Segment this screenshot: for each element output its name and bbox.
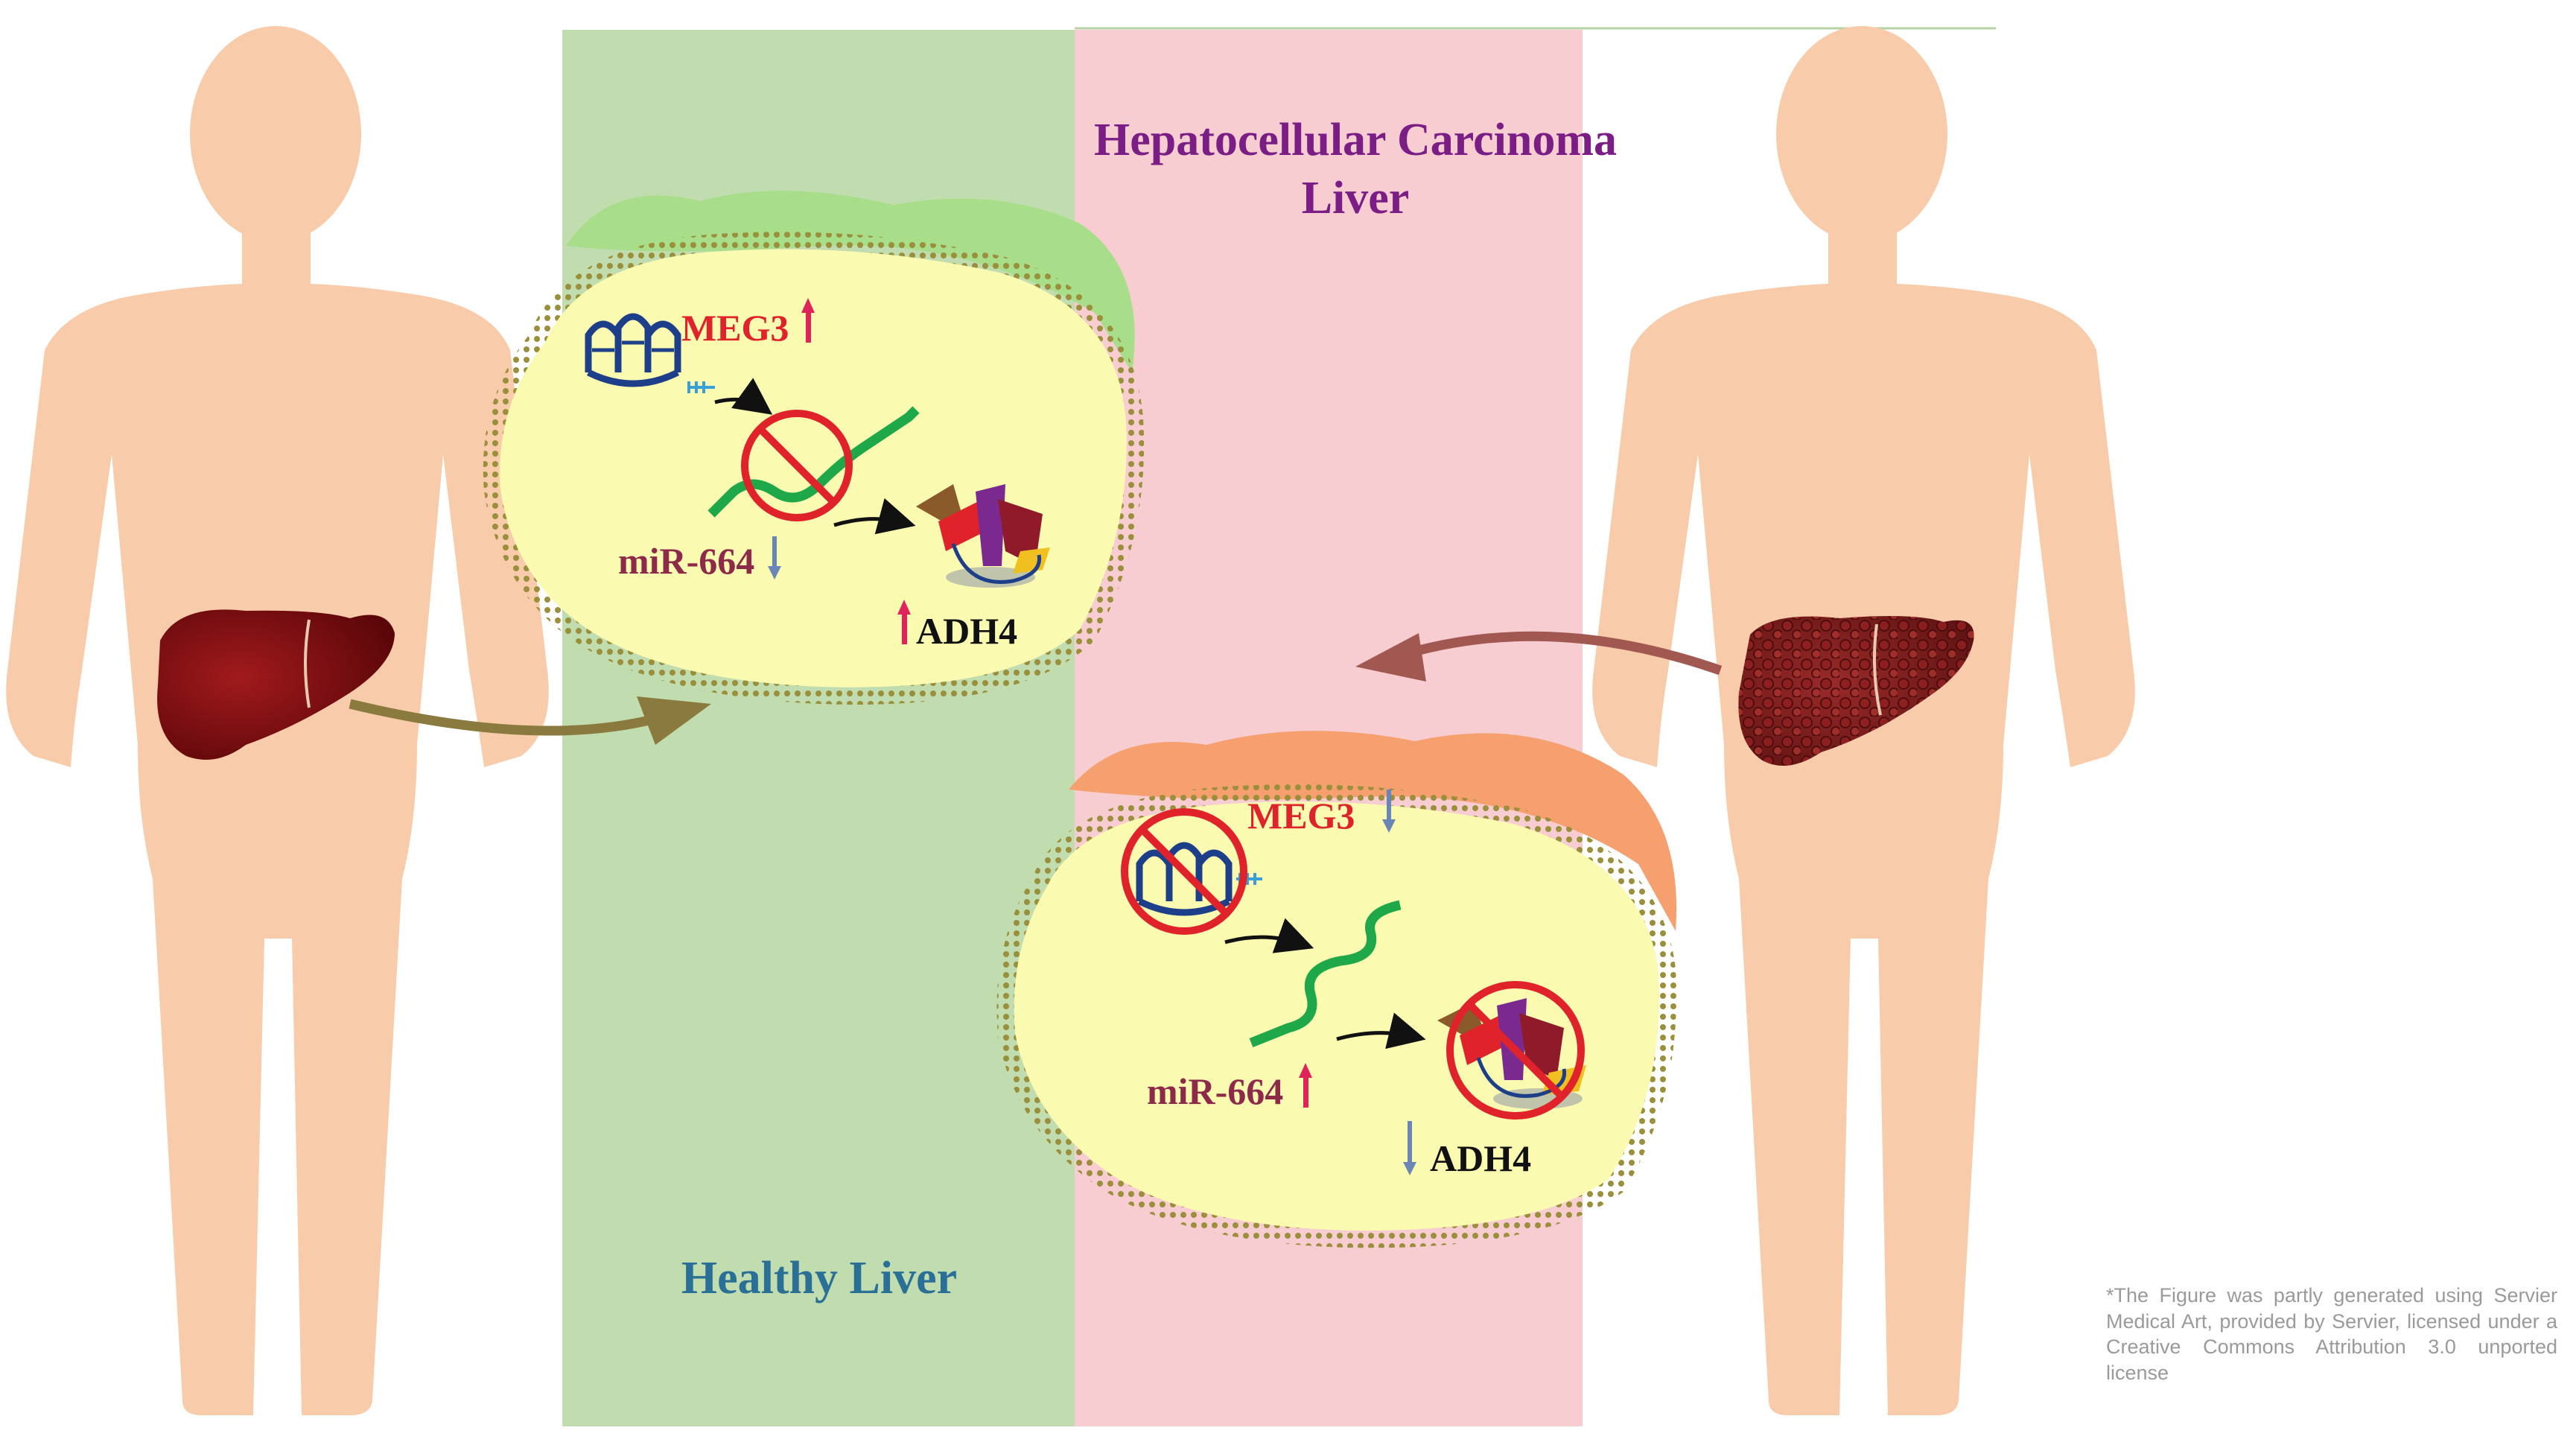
hcc-liver-title: Hepatocellular Carcinoma Liver (1093, 115, 1617, 223)
hcc-cell-interior (1014, 801, 1659, 1231)
hcc-cell (996, 731, 1677, 1248)
hcc-flow-arrow-2 (1336, 1012, 1426, 1050)
hcc-cell-cap (1069, 731, 1677, 931)
healthy-mir-down-arrow (768, 536, 781, 580)
healthy-flow-arrow-2 (833, 498, 916, 535)
hcc-prohibition-icon-2 (1446, 981, 1585, 1120)
hcc-adh4-protein-icon (1437, 998, 1586, 1109)
healthy-adh4-up-arrow (897, 600, 911, 644)
hcc-mir-up-arrow (1299, 1063, 1312, 1108)
hcc-prohibition-icon-1 (1121, 808, 1247, 935)
hcc-adh4-down-arrow (1403, 1121, 1416, 1175)
healthy-flow-arrow-1 (714, 378, 773, 415)
healthy-cell-interior (500, 249, 1127, 688)
hcc-adh4-label: ADH4 (1430, 1137, 1532, 1179)
hcc-liver-icon (1738, 615, 1974, 766)
hcc-pointer-arrow (1355, 631, 1723, 682)
healthy-cell (483, 191, 1145, 705)
left-human-silhouette (6, 26, 549, 1415)
healthy-meg3-up-arrow (801, 298, 815, 343)
hcc-meg3-down-arrow (1382, 790, 1396, 833)
hcc-meg3-label: MEG3 (1247, 795, 1355, 836)
servier-credit-note: *The Figure was partly generated using S… (2106, 1284, 2557, 1384)
lncrna-hairpin-icon (585, 313, 715, 393)
healthy-mir664-label: miR-664 (618, 540, 755, 582)
healthy-liver-title: Healthy Liver (681, 1253, 958, 1304)
healthy-liver-icon (157, 609, 395, 760)
right-human-silhouette (1592, 26, 2135, 1415)
hcc-mir664-label: miR-664 (1147, 1070, 1284, 1112)
prohibition-icon (741, 410, 853, 521)
healthy-pointer-arrow (349, 696, 711, 745)
hcc-flow-arrow-1 (1224, 918, 1314, 953)
adh4-protein-icon (916, 484, 1050, 588)
hcc-mirna-strand-icon (1249, 900, 1402, 1048)
healthy-meg3-label: MEG3 (681, 307, 789, 349)
healthy-adh4-label: ADH4 (916, 610, 1018, 652)
